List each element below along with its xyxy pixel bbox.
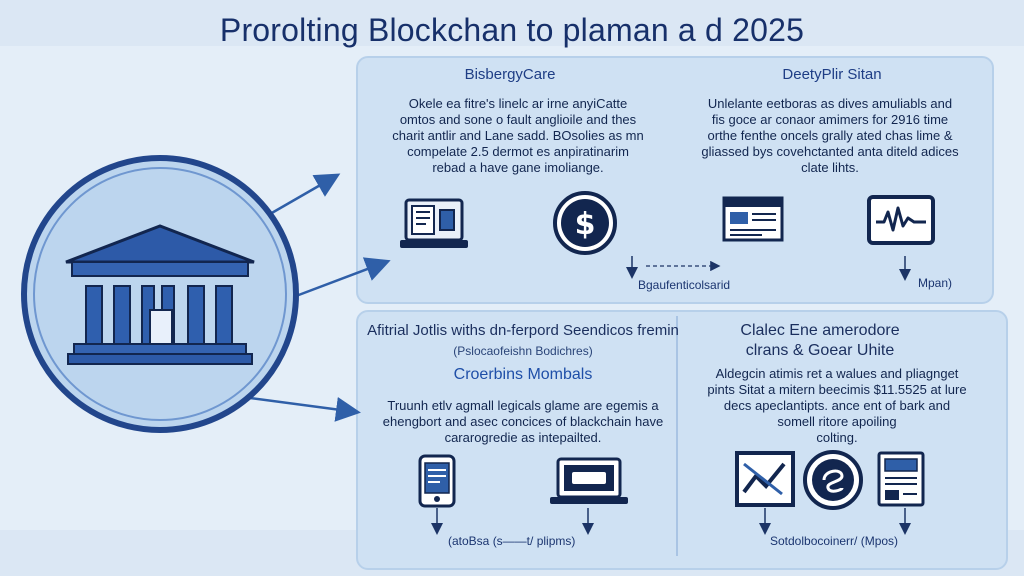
body-line: rebad a have gane imoliange. [432,160,604,175]
panel-divider [676,316,678,556]
bank-building-icon [21,155,299,433]
section-body-top-right: Unlelante eetboras as dives amuliabls an… [680,96,980,176]
top-left-caption: Bgaufenticolsarid [638,278,731,292]
body-line: charit antlir and Lane sadd. BOsolies as… [392,128,644,143]
top-panel [356,56,994,304]
section-body-top-left: Okele ea fitre's linelc ar irne anyiCatt… [368,96,668,176]
laptop-document-icon [400,198,468,248]
section-body-bottom-left: Truunh etlv agmall legicals glame are eg… [366,398,680,446]
section-title-bottom-right-2: clrans & Goear Uhite [745,342,895,359]
mobile-device-icon [418,454,456,508]
svg-text:$: $ [575,207,596,242]
top-right-caption: Mpan) [918,276,953,290]
body-line: somell ritore apoiling [777,414,897,429]
arrow-to-top-icons [295,257,391,298]
body-line: Truunh etlv agmall legicals glame are eg… [387,398,659,413]
arrow-to-top-panel [269,173,341,216]
body-line: pints Sitat a mitern beecimis $11.5525 a… [707,382,967,397]
body-line: decs apeclantipts. ance ent of bark and [723,398,951,413]
bottom-right-caption: Sotdolbocoinerr/ (Mpos) [770,534,899,548]
body-line: compelate 2.5 dermot es anpiratinarim [407,144,629,159]
waveform-screen-icon [867,195,935,245]
browser-window-icon [722,196,784,242]
body-line: colting. [816,430,858,445]
document-card-icon [877,451,925,507]
coin-token-icon [803,450,863,510]
section-heading-bottom-left: Croerbins Mombals [453,366,593,383]
body-line: gliassed bys covehctanted anta diteld ad… [701,144,959,159]
dollar-coin-icon: $ [553,191,617,255]
section-subtitle-bottom-left: (Pslocaofeishn Bodichres) [453,344,593,358]
section-title-bottom-left: Afitrial Jotlis withs dn-ferpord Seendic… [367,322,679,339]
body-line: fis goce ar conaor amimers for 2916 time [711,112,949,127]
chart-screen-icon [735,451,795,507]
body-line: cararogredie as intepailted. [444,430,602,445]
body-line: orthe fenthe oncels grally ated chas lim… [707,128,953,143]
background-stripe [0,0,1024,46]
body-line: clate lihts. [801,160,859,175]
body-line: omtos and sone o fault anglioile and the… [399,112,637,127]
section-title-bottom-right-1: Clalec Ene amerodore [740,322,900,339]
body-line: ehengbort and asec concices of blackchai… [382,414,664,429]
section-title-top-left: BisbergyCare [464,66,556,83]
body-line: Okele ea fitre's linelc ar irne anyiCatt… [408,96,628,111]
bottom-left-caption: (atoBsa (s——t/ plipms) [448,534,576,548]
body-line: Unlelante eetboras as dives amuliabls an… [707,96,953,111]
body-line: Aldegcin atimis ret a walues and pliagng… [715,366,959,381]
laptop-screen-icon [550,457,628,504]
section-title-top-right: DeetyPlir Sitan [782,66,882,83]
section-body-bottom-right: Aldegcin atimis ret a walues and pliagng… [682,366,992,446]
page-title: Prorolting Blockchan to plaman a d 2025 [219,12,805,48]
arrow-to-bottom-panel [249,396,361,422]
